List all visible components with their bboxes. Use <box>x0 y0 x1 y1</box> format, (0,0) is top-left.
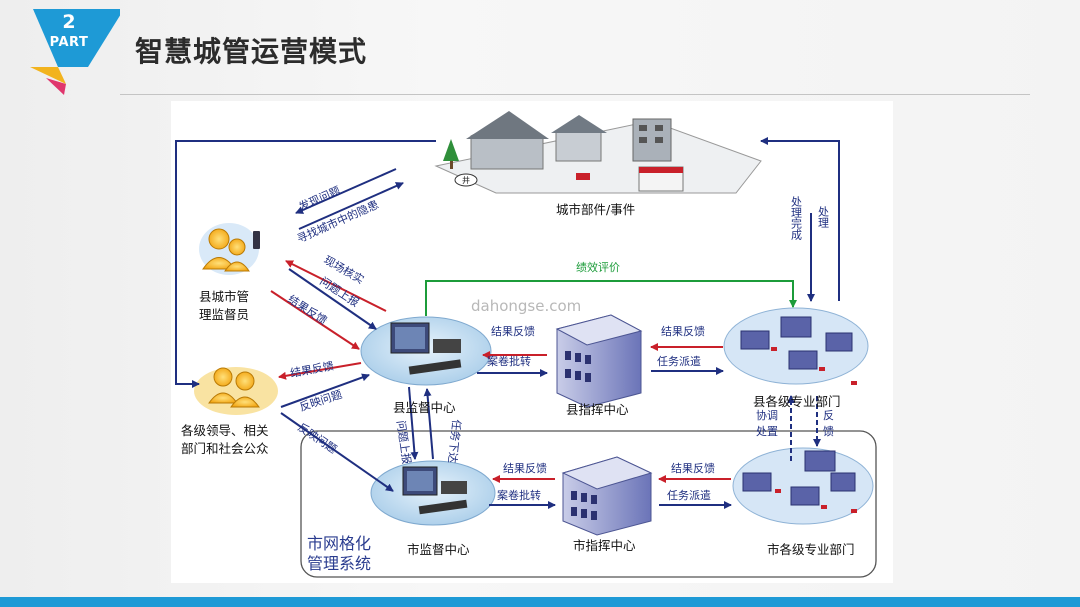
page-title: 智慧城管运营模式 <box>135 35 368 68</box>
county-supervision-label: 县监督中心 <box>393 400 456 415</box>
operation-mode-diagram: 井 <box>175 111 877 578</box>
supervisor-label-line2: 理监督员 <box>199 307 249 322</box>
county-command-label: 县指挥中心 <box>566 402 629 417</box>
coordinate-label-2: 处置 <box>756 425 778 438</box>
city-components-label: 城市部件/事件 <box>556 202 635 217</box>
county-task-dispatch-label: 任务派遣 <box>657 354 701 368</box>
city-result-feedback-label: 结果反馈 <box>503 462 547 475</box>
county-command-building-icon <box>555 314 643 408</box>
feedback-label-2: 馈 <box>823 425 834 438</box>
task-issue-arrow <box>423 388 434 460</box>
supervisor-label-line1: 县城市管 <box>199 289 249 304</box>
task-issue-label: 任务下达 <box>445 419 463 464</box>
city-dept-feedback-label: 结果反馈 <box>671 462 715 475</box>
reflect-problem-city-label: 反映问题 <box>295 421 339 456</box>
city-departments-icon <box>732 447 874 525</box>
outer-loop-arrow <box>175 140 436 388</box>
county-departments-icon <box>723 307 869 385</box>
supervisor-person-icon <box>199 223 260 275</box>
city-command-building-icon <box>561 456 653 536</box>
city-supervision-icon <box>370 460 496 526</box>
county-departments-label: 县各级专业部门 <box>753 394 841 409</box>
city-task-dispatch-label: 任务派遣 <box>667 488 711 502</box>
process-arrow <box>760 137 840 301</box>
reflect-problem-arrow <box>280 373 370 408</box>
county-result-feedback-label: 结果反馈 <box>491 325 535 338</box>
county-dept-feedback-label: 结果反馈 <box>661 325 705 338</box>
svg-text:井: 井 <box>462 175 470 185</box>
county-case-transfer-label: 案卷批转 <box>487 354 531 368</box>
public-feedback-label: 结果反馈 <box>289 360 335 380</box>
feedback-label-1: 反 <box>823 409 834 422</box>
city-case-transfer-label: 案卷批转 <box>497 488 541 502</box>
on-site-verify-arrow <box>285 260 387 312</box>
reflect-problem-city-arrow <box>280 412 394 492</box>
public-label-line1: 各级领导、相关 <box>181 423 269 438</box>
city-supervision-label: 市监督中心 <box>407 542 470 557</box>
header-divider <box>120 94 1030 95</box>
report-problem-arrow <box>288 268 377 330</box>
diagram-panel: 井 <box>171 101 893 583</box>
coordinate-label-1: 协调 <box>756 408 778 422</box>
part-badge <box>30 9 120 95</box>
process-label: 处理 <box>817 206 830 228</box>
bottom-accent-bar <box>0 597 1080 607</box>
find-hazards-arrow <box>298 182 404 230</box>
discover-problem-label: 发现问题 <box>297 183 343 214</box>
grid-system-label-line1: 市网格化 <box>307 534 371 553</box>
city-departments-label: 市各级专业部门 <box>767 542 855 557</box>
public-feedback-arrow <box>278 362 362 380</box>
performance-eval-arrow <box>425 280 797 316</box>
grid-system-frame <box>300 430 877 578</box>
supervisor-feedback-arrow <box>270 290 360 350</box>
part-label: PART <box>49 35 89 50</box>
supervisor-feedback-label: 结果反馈 <box>285 293 329 328</box>
public-label-line2: 部门和社会公众 <box>181 441 269 456</box>
part-number: 2 <box>62 11 76 33</box>
problem-report-arrow <box>408 386 419 460</box>
city-command-label: 市指挥中心 <box>573 538 636 553</box>
public-group-icon <box>194 367 278 415</box>
process-done-label: 处理完成 <box>790 196 803 241</box>
watermark: dahongse.com <box>471 297 581 315</box>
discover-problem-arrow <box>295 168 397 214</box>
county-supervision-icon <box>360 316 492 386</box>
city-components-scene: 井 <box>434 111 762 194</box>
grid-system-label-line2: 管理系统 <box>307 554 371 573</box>
performance-eval-label: 绩效评价 <box>576 260 620 274</box>
problem-report-label: 问题上报 <box>394 419 414 465</box>
